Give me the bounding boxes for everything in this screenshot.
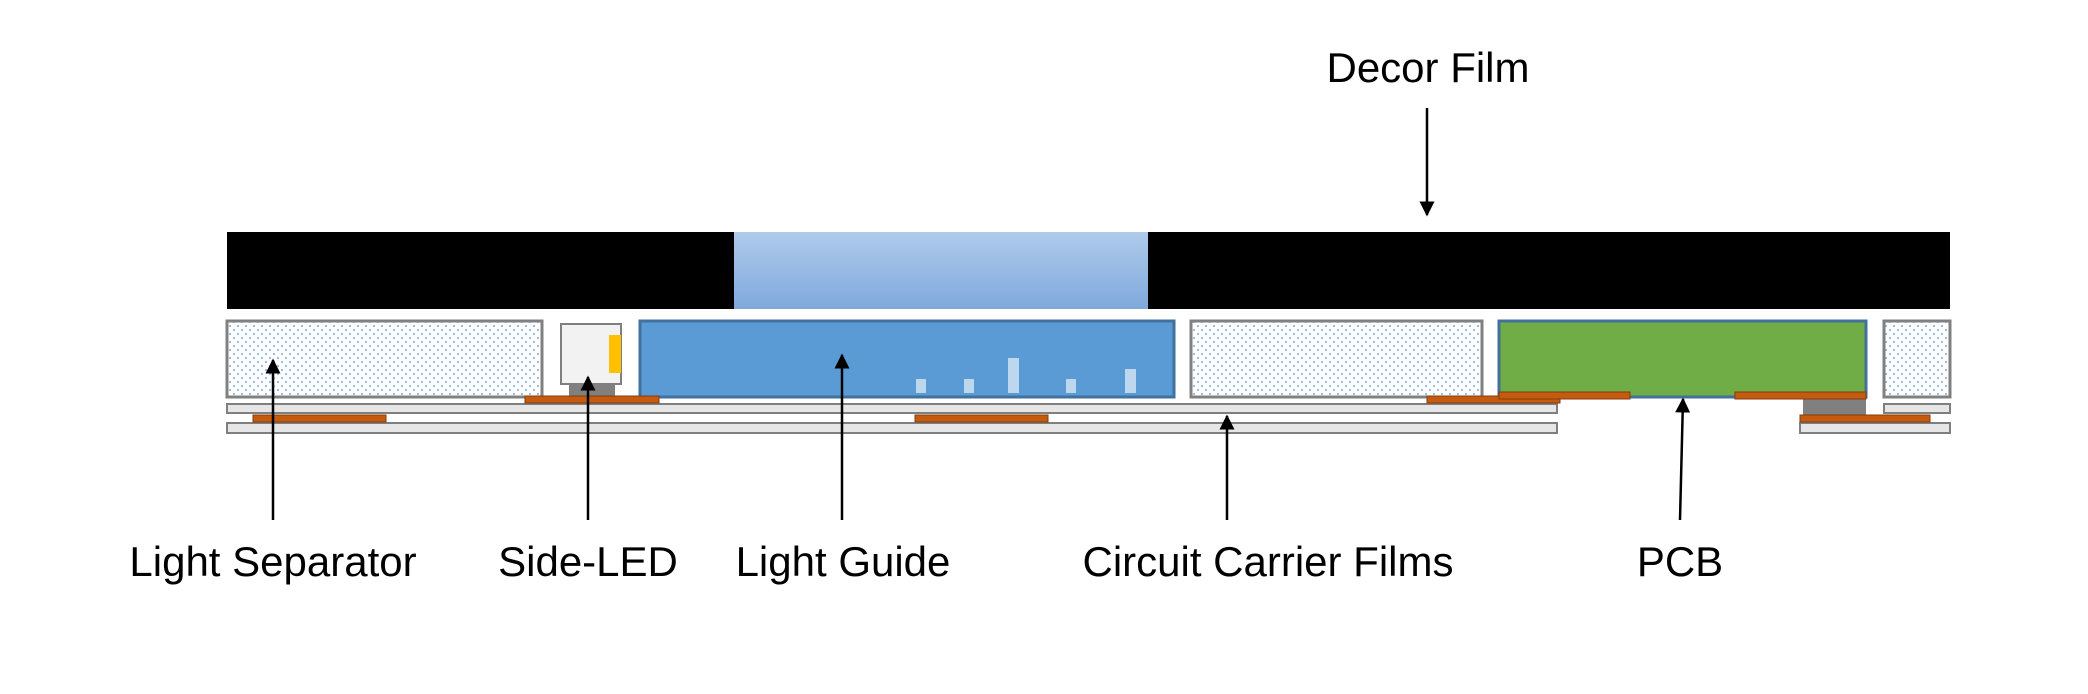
pcb bbox=[1497, 319, 1868, 419]
light-separator-label: Light Separator bbox=[129, 538, 416, 585]
light-guide bbox=[638, 319, 1176, 399]
pcb-component bbox=[1803, 399, 1866, 419]
led-chip bbox=[609, 335, 621, 373]
light-guide-label: Light Guide bbox=[736, 538, 951, 585]
leader-arrows bbox=[265, 108, 1691, 521]
decor-film-window bbox=[734, 232, 1148, 309]
decor-film-label: Decor Film bbox=[1326, 44, 1529, 91]
decor-film bbox=[227, 232, 1950, 309]
pcb-arrow bbox=[1675, 397, 1691, 521]
side-led-label: Side-LED bbox=[498, 538, 678, 585]
circuit-carrier-films-label: Circuit Carrier Films bbox=[1083, 538, 1454, 585]
pcb-label: PCB bbox=[1637, 538, 1723, 585]
circuit-carrier-films bbox=[226, 403, 1951, 434]
led-base bbox=[569, 383, 615, 397]
side-led bbox=[560, 323, 622, 397]
light-separator bbox=[225, 319, 1952, 399]
conductor-traces bbox=[252, 391, 1931, 423]
